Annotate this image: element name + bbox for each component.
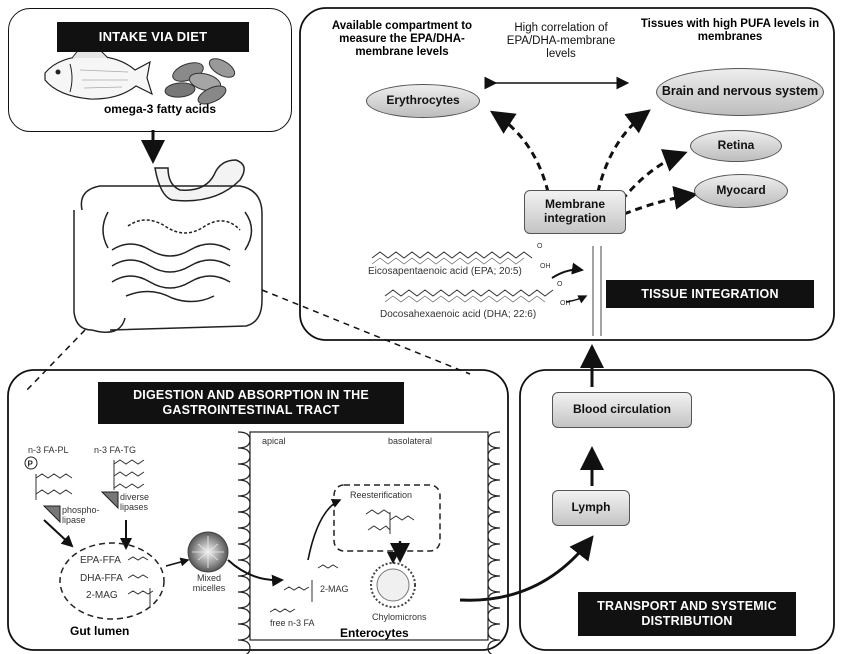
tissue-integration-title: TISSUE INTEGRATION — [606, 280, 814, 308]
transport-panel — [519, 369, 835, 651]
epa-label: Eicosapentaenoic acid (EPA; 20:5) — [368, 266, 522, 277]
svg-text:P: P — [28, 460, 34, 469]
ffa-pool — [59, 542, 165, 620]
tissue-integration-panel — [299, 7, 835, 341]
intake-title: INTAKE VIA DIET — [57, 22, 249, 52]
brain-node: Brain and nervous system — [656, 68, 824, 116]
dha-label: Docosahexaenoic acid (DHA; 22:6) — [380, 309, 537, 320]
intake-panel — [8, 8, 292, 132]
middle-header: High correlation of EPA/DHA-membrane lev… — [506, 22, 616, 61]
svg-text:OH: OH — [560, 300, 571, 307]
enterocytes-label: Enterocytes — [340, 626, 409, 640]
digestion-title: DIGESTION AND ABSORPTION IN THE GASTROIN… — [98, 382, 404, 424]
reesterification-box — [333, 484, 441, 552]
transport-title: TRANSPORT AND SYSTEMIC DISTRIBUTION — [578, 592, 796, 636]
fish-icon — [44, 47, 153, 100]
free-fa-label: free n-3 FA — [270, 618, 315, 628]
fa-pl-label: n-3 FA-PL — [28, 445, 69, 455]
two-mag-label: 2-MAG — [86, 590, 118, 601]
digestive-tract-icon — [73, 159, 263, 333]
erythrocytes-node: Erythrocytes — [366, 84, 480, 118]
apical-label: apical — [262, 436, 286, 446]
right-header: Tissues with high PUFA levels in membran… — [640, 18, 820, 44]
lipase-icon — [100, 491, 119, 510]
epa-chain — [371, 251, 533, 259]
fa-tg-label: n-3 FA-TG — [94, 445, 137, 455]
phosphate-icon — [24, 456, 38, 470]
reesterification-label: Reesterification — [350, 490, 413, 500]
phospholipase-label: phospho- lipase — [62, 505, 100, 525]
svg-text:OH: OH — [540, 263, 551, 270]
chylomicrons-label: Chylomicrons — [372, 612, 427, 622]
enterocyte-membrane — [237, 431, 501, 654]
myocard-node: Myocard — [694, 174, 788, 208]
epa-ffa-label: EPA-FFA — [80, 555, 121, 566]
digestion-panel — [7, 369, 509, 651]
mixed-micelles-label: Mixed micelles — [192, 573, 226, 593]
blood-circulation-node: Blood circulation — [552, 392, 692, 428]
lipases-label: diverse lipases — [120, 492, 150, 512]
lymph-node: Lymph — [552, 490, 630, 526]
two-mag-enterocyte-label: 2-MAG — [320, 584, 349, 594]
membrane-bilayer — [592, 246, 602, 336]
phospholipase-icon — [42, 505, 61, 524]
svg-text:O: O — [557, 281, 563, 288]
basolateral-label: basolateral — [388, 436, 433, 446]
gut-lumen-label: Gut lumen — [70, 624, 130, 638]
retina-node: Retina — [690, 130, 782, 162]
capsules-icon — [164, 58, 236, 105]
svg-text:O: O — [537, 243, 543, 250]
chylomicron-icon — [370, 562, 416, 608]
dha-ffa-label: DHA-FFA — [80, 573, 123, 584]
left-header: Available compartment to measure the EPA… — [331, 20, 473, 59]
intake-caption: omega-3 fatty acids — [103, 102, 217, 116]
dha-chain — [384, 289, 554, 297]
membrane-integration-node: Membrane integration — [524, 190, 626, 234]
